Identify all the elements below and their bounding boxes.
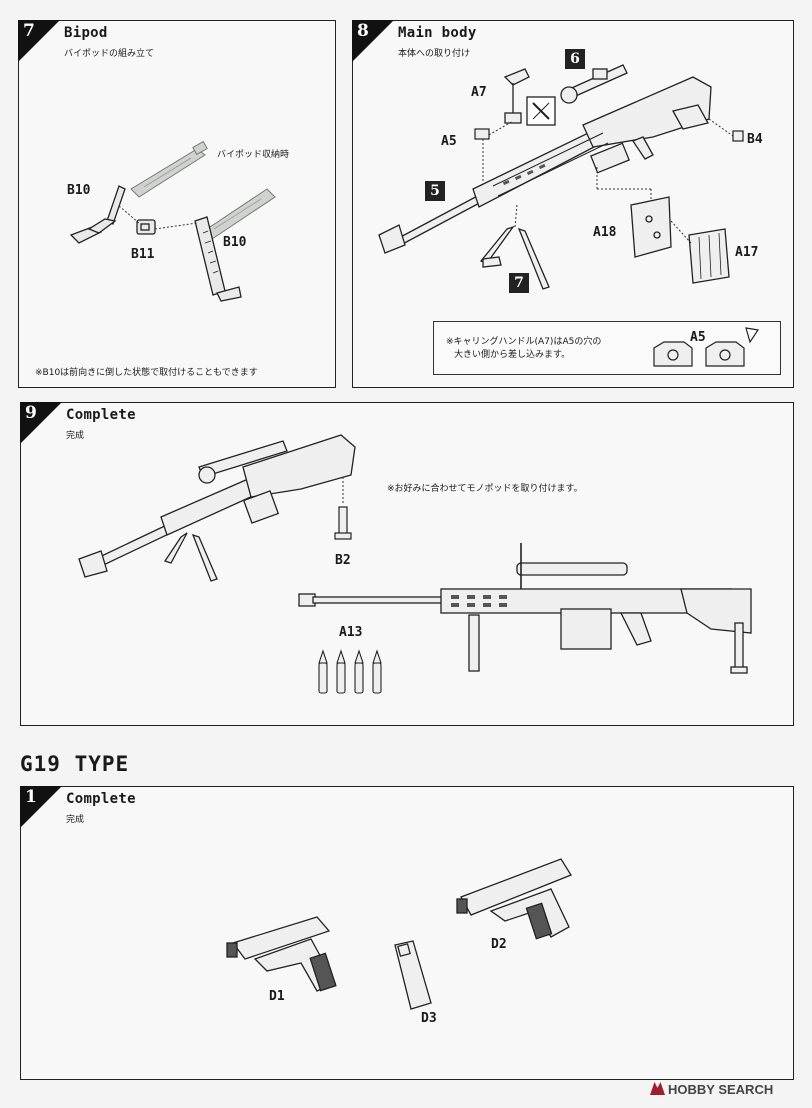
step-title: Complete bbox=[66, 407, 136, 423]
step-corner-marker bbox=[20, 402, 62, 444]
step-subtitle: 完成 bbox=[66, 815, 85, 825]
step-7-bipod-panel: 7 Bipod バイポッドの組み立て bbox=[18, 20, 336, 388]
part-label-a18: A18 bbox=[593, 225, 617, 240]
part-label-d1: D1 bbox=[269, 989, 285, 1004]
stowed-label: バイポッド収納時 bbox=[217, 150, 290, 160]
part-label-a13: A13 bbox=[339, 625, 363, 640]
insert-arrow-icon bbox=[745, 327, 760, 344]
bipod-assembly-illustration bbox=[69, 140, 276, 302]
logo-text: HOBBY SEARCH bbox=[668, 1082, 774, 1097]
carrying-handle-note-box: ※キャリングハンドル(A7)はA5の穴の 大きい側から差し込みます。 A5 bbox=[433, 321, 781, 375]
logo-mark-icon bbox=[650, 1082, 665, 1095]
step-corner-marker bbox=[352, 20, 394, 62]
step-number: 9 bbox=[25, 403, 37, 423]
part-label-b11: B11 bbox=[131, 247, 155, 262]
main-body-illustration bbox=[378, 64, 744, 290]
note-part-a5: A5 bbox=[690, 330, 706, 345]
step-subtitle: 完成 bbox=[66, 431, 85, 441]
monopod-note: ※お好みに合わせてモノポッドを取り付けます。 bbox=[387, 484, 583, 494]
note-line-1: ※キャリングハンドル(A7)はA5の穴の bbox=[446, 337, 602, 347]
step-number: 1 bbox=[25, 787, 37, 807]
step-subtitle: 本体への取り付け bbox=[398, 49, 471, 59]
step-number: 8 bbox=[357, 21, 369, 41]
step-corner-marker bbox=[20, 786, 62, 828]
step-number: 7 bbox=[23, 21, 35, 41]
step-corner-marker bbox=[18, 20, 60, 62]
part-label-b4: B4 bbox=[747, 132, 763, 147]
bipod-note: ※B10は前向きに倒した状態で取付けることもできます bbox=[35, 368, 258, 378]
part-label-b10-left: B10 bbox=[67, 183, 91, 198]
section-heading-g19-type: G19 TYPE bbox=[20, 752, 130, 776]
callout-step-7: 7 bbox=[509, 273, 529, 293]
complete-rifle-illustration bbox=[78, 434, 752, 694]
note-line-2: 大きい側から差し込みます。 bbox=[454, 350, 571, 360]
part-label-b2: B2 bbox=[335, 553, 351, 568]
part-label-a17: A17 bbox=[735, 245, 759, 260]
callout-step-5: 5 bbox=[425, 181, 445, 201]
step-title: Complete bbox=[66, 791, 136, 807]
a5-orientation-diagram bbox=[653, 327, 760, 367]
part-label-d2: D2 bbox=[491, 937, 507, 952]
part-label-a7: A7 bbox=[471, 85, 487, 100]
hobby-search-logo: HOBBY SEARCH bbox=[650, 1082, 773, 1097]
part-label-d3: D3 bbox=[421, 1011, 437, 1026]
step-title: Main body bbox=[398, 25, 477, 41]
g19-pistol-illustration bbox=[226, 858, 572, 1010]
step-9-complete-panel: 9 Complete 完成 ※お好みに合わせてモノポッドを取り付けます。 bbox=[20, 402, 794, 726]
step-subtitle: バイポッドの組み立て bbox=[64, 49, 155, 59]
no-tool-icon bbox=[526, 96, 556, 126]
step-title: Bipod bbox=[64, 25, 108, 41]
callout-step-6: 6 bbox=[565, 49, 585, 69]
part-label-a5: A5 bbox=[441, 134, 457, 149]
g19-step-1-complete-panel: 1 Complete 完成 D1 D2 D3 bbox=[20, 786, 794, 1080]
part-label-b10-right: B10 bbox=[223, 235, 247, 250]
step-8-main-body-panel: 8 Main body 本体への取り付け bbox=[352, 20, 794, 388]
